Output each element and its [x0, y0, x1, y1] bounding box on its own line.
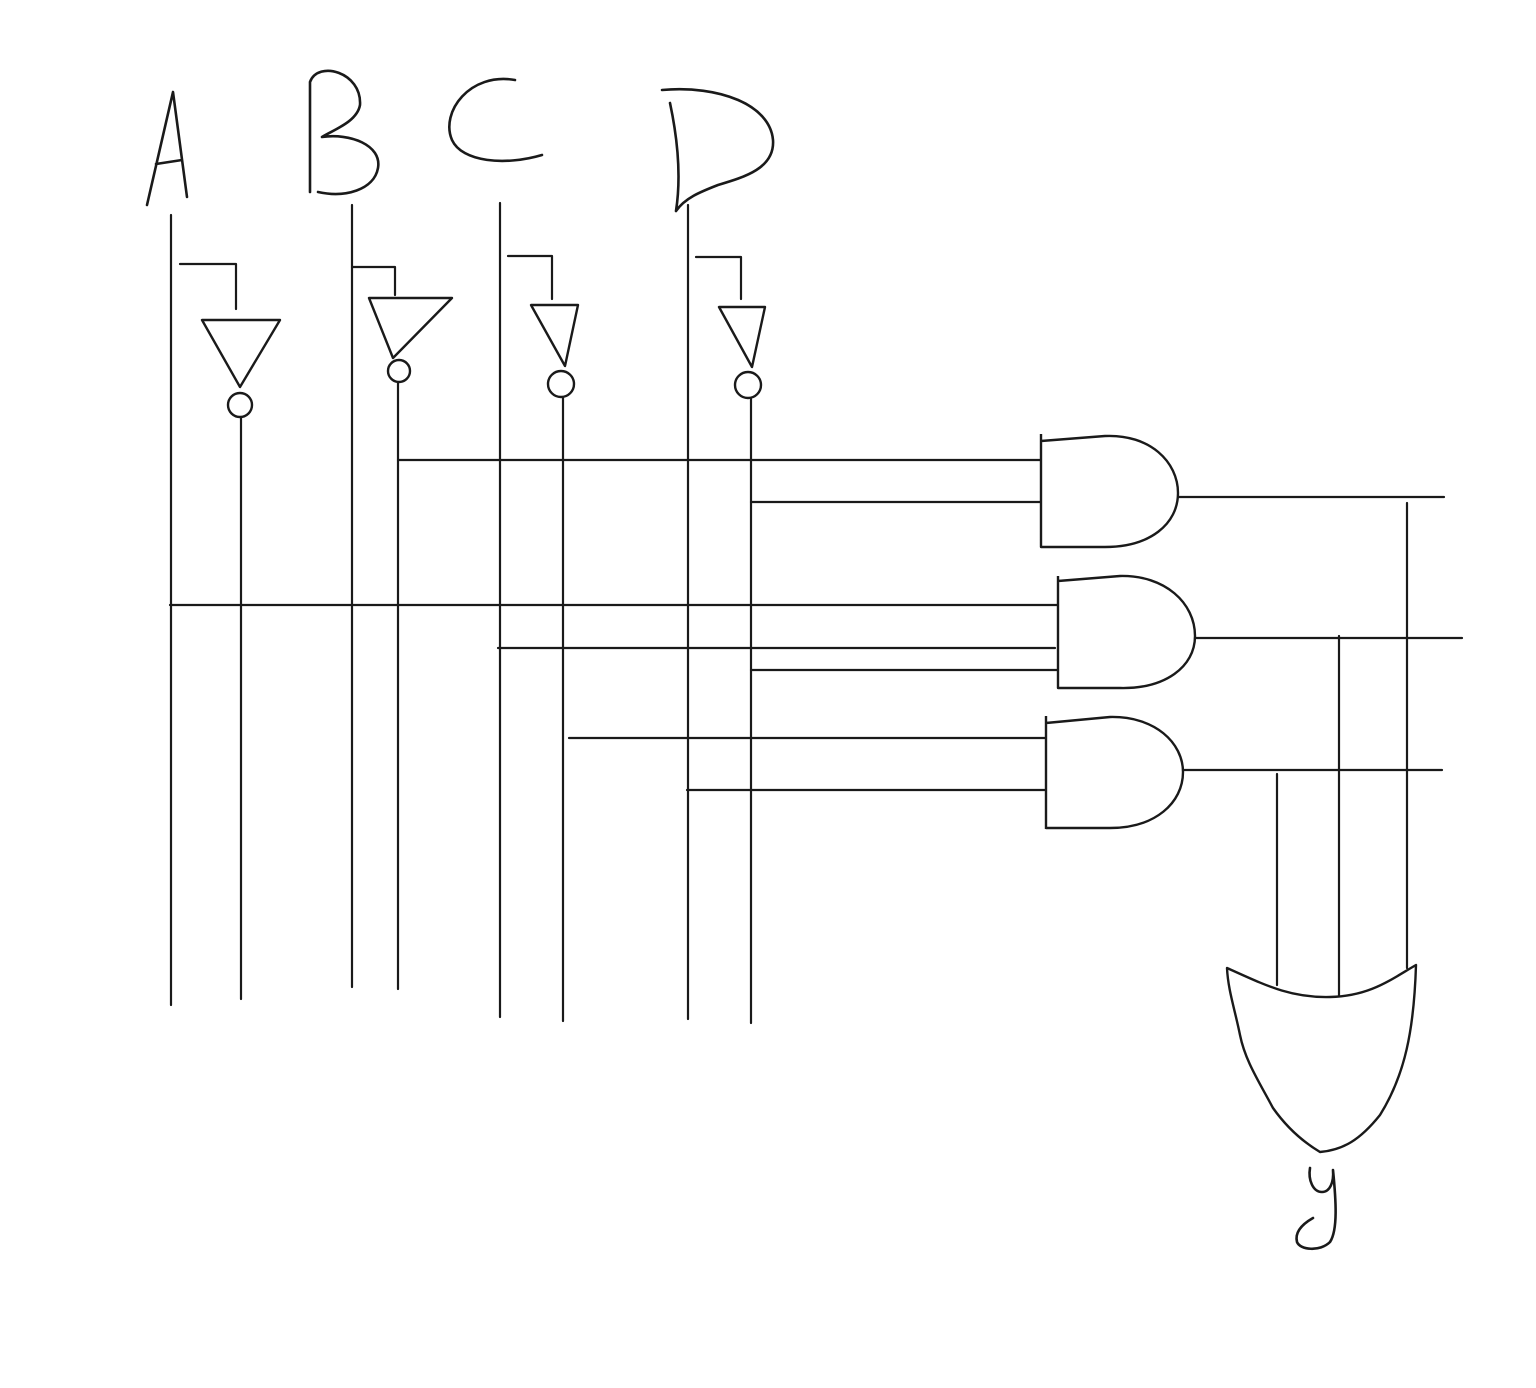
- output-label-y: [1295, 1166, 1337, 1251]
- and-gate-1: [1039, 434, 1180, 549]
- and-gate-3: [1044, 715, 1185, 830]
- branch-c: [506, 254, 554, 301]
- not-gate-b: [367, 296, 454, 384]
- branch-b: [350, 265, 397, 297]
- input-label-a: [145, 90, 189, 207]
- inverted-rails: [239, 381, 753, 1025]
- input-rails: [169, 201, 690, 1021]
- input-label-b: [308, 69, 380, 196]
- input-label-c-text: C: [495, 87, 558, 192]
- input-label-b-text: B: [340, 107, 402, 212]
- branch-a: [178, 262, 238, 311]
- not-gate-c: [529, 303, 580, 399]
- input-label-d: [660, 87, 775, 213]
- not-gate-a: [200, 318, 282, 419]
- and-inputs: [168, 458, 1065, 792]
- input-label-d-text: D: [715, 117, 784, 222]
- input-label-a-text: A: [165, 107, 227, 212]
- and-gate-2: [1056, 574, 1197, 690]
- or-gate: [1225, 963, 1418, 1154]
- and-outputs: [1176, 495, 1464, 998]
- not-gate-d: [717, 305, 767, 400]
- branch-d: [694, 255, 743, 301]
- inverter-branches: [178, 254, 743, 311]
- input-label-c: [448, 77, 544, 163]
